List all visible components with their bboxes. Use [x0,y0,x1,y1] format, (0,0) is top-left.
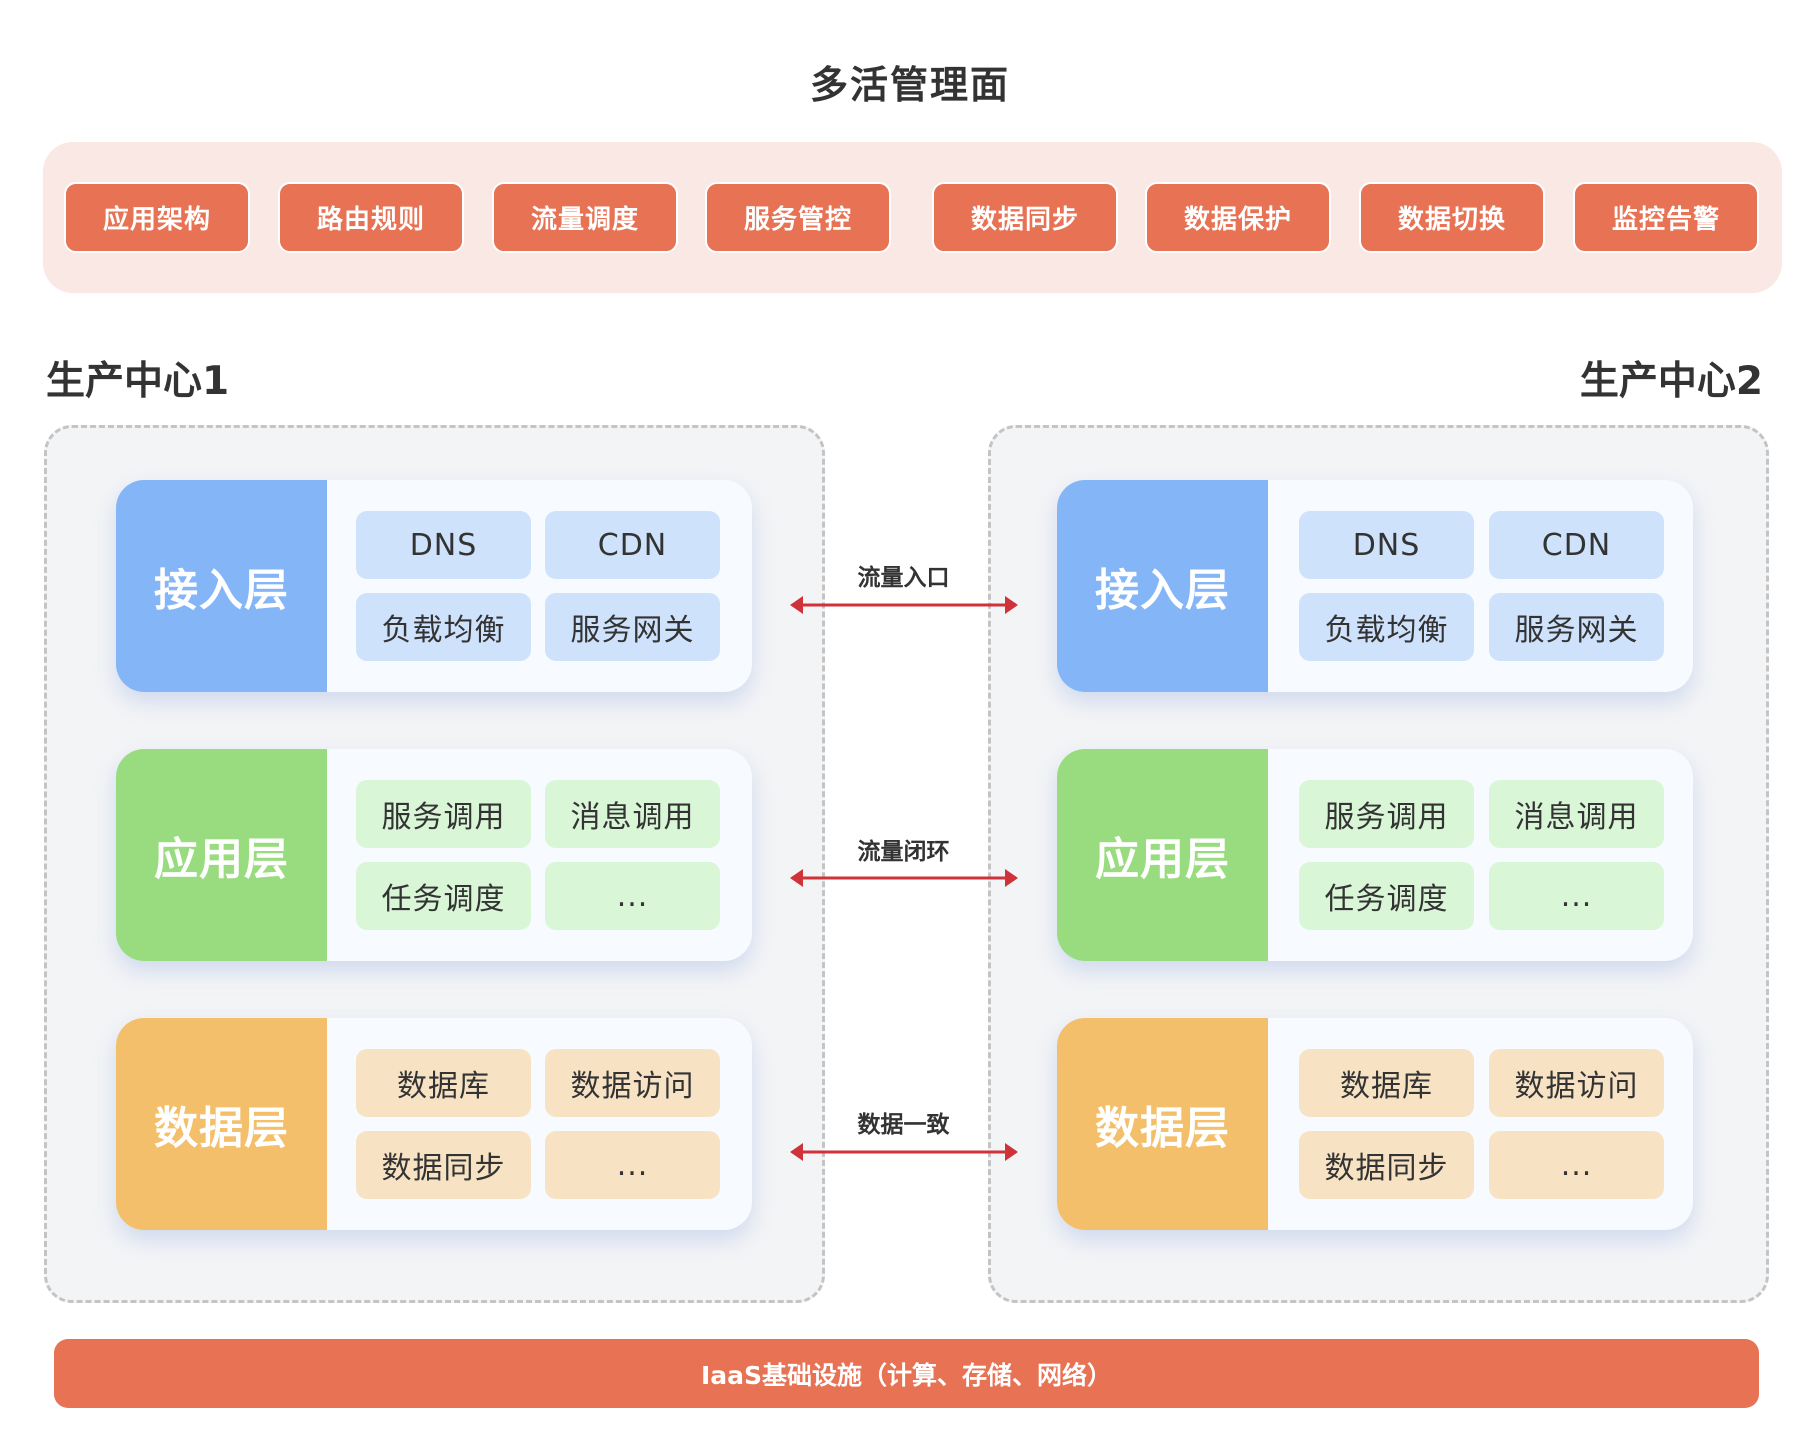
chip-service-gateway[interactable]: 服务网关 [1489,593,1664,661]
chip-more[interactable]: ... [1489,1131,1664,1199]
chip-database[interactable]: 数据库 [356,1049,531,1117]
chip-more[interactable]: ... [1489,862,1664,930]
chip-load-balancer[interactable]: 负载均衡 [356,593,531,661]
management-plane-title: 多活管理面 [809,63,1010,107]
chip-task-scheduling[interactable]: 任务调度 [1299,862,1474,930]
mgmt-button-routing-rules[interactable]: 路由规则 [278,182,464,253]
layer-label: 数据层 [1057,1018,1268,1230]
layer-label: 接入层 [116,480,327,692]
chip-message-call[interactable]: 消息调用 [1489,780,1664,848]
dc2-data-layer-card: 数据层 数据库 数据访问 数据同步 ... [1057,1018,1693,1230]
link-label-traffic-closed-loop: 流量闭环 [857,839,950,865]
mgmt-button-data-sync[interactable]: 数据同步 [932,182,1118,253]
iaas-infrastructure-bar: IaaS基础设施（计算、存储、网络） [54,1339,1759,1408]
chip-more[interactable]: ... [545,1131,720,1199]
bidirectional-arrow-icon [790,869,1018,887]
chip-load-balancer[interactable]: 负载均衡 [1299,593,1474,661]
mgmt-button-monitoring-alerts[interactable]: 监控告警 [1573,182,1759,253]
chip-dns[interactable]: DNS [1299,511,1474,579]
chip-service-gateway[interactable]: 服务网关 [545,593,720,661]
dc2-access-layer-card: 接入层 DNS CDN 负载均衡 服务网关 [1057,480,1693,692]
chip-data-access[interactable]: 数据访问 [545,1049,720,1117]
chip-cdn[interactable]: CDN [545,511,720,579]
chip-cdn[interactable]: CDN [1489,511,1664,579]
chip-more[interactable]: ... [545,862,720,930]
mgmt-button-app-architecture[interactable]: 应用架构 [64,182,250,253]
chip-database[interactable]: 数据库 [1299,1049,1474,1117]
link-label-traffic-entry: 流量入口 [857,565,950,591]
chip-data-sync[interactable]: 数据同步 [356,1131,531,1199]
layer-label: 应用层 [1057,749,1268,961]
dc2-application-layer-card: 应用层 服务调用 消息调用 任务调度 ... [1057,749,1693,961]
chip-task-scheduling[interactable]: 任务调度 [356,862,531,930]
mgmt-button-service-control[interactable]: 服务管控 [705,182,891,253]
datacenter-1-title: 生产中心1 [46,359,230,404]
chip-dns[interactable]: DNS [356,511,531,579]
dc1-application-layer-card: 应用层 服务调用 消息调用 任务调度 ... [116,749,752,961]
mgmt-button-traffic-scheduling[interactable]: 流量调度 [492,182,678,253]
mgmt-button-data-switch[interactable]: 数据切换 [1359,182,1545,253]
bidirectional-arrow-icon [790,1143,1018,1161]
datacenter-2-title: 生产中心2 [1579,359,1763,404]
chip-service-call[interactable]: 服务调用 [1299,780,1474,848]
layer-label: 接入层 [1057,480,1268,692]
mgmt-button-data-protection[interactable]: 数据保护 [1145,182,1331,253]
chip-message-call[interactable]: 消息调用 [545,780,720,848]
link-label-data-consistency: 数据一致 [857,1112,950,1138]
layer-label: 应用层 [116,749,327,961]
layer-label: 数据层 [116,1018,327,1230]
chip-data-access[interactable]: 数据访问 [1489,1049,1664,1117]
chip-data-sync[interactable]: 数据同步 [1299,1131,1474,1199]
dc1-data-layer-card: 数据层 数据库 数据访问 数据同步 ... [116,1018,752,1230]
bidirectional-arrow-icon [790,596,1018,614]
chip-service-call[interactable]: 服务调用 [356,780,531,848]
dc1-access-layer-card: 接入层 DNS CDN 负载均衡 服务网关 [116,480,752,692]
